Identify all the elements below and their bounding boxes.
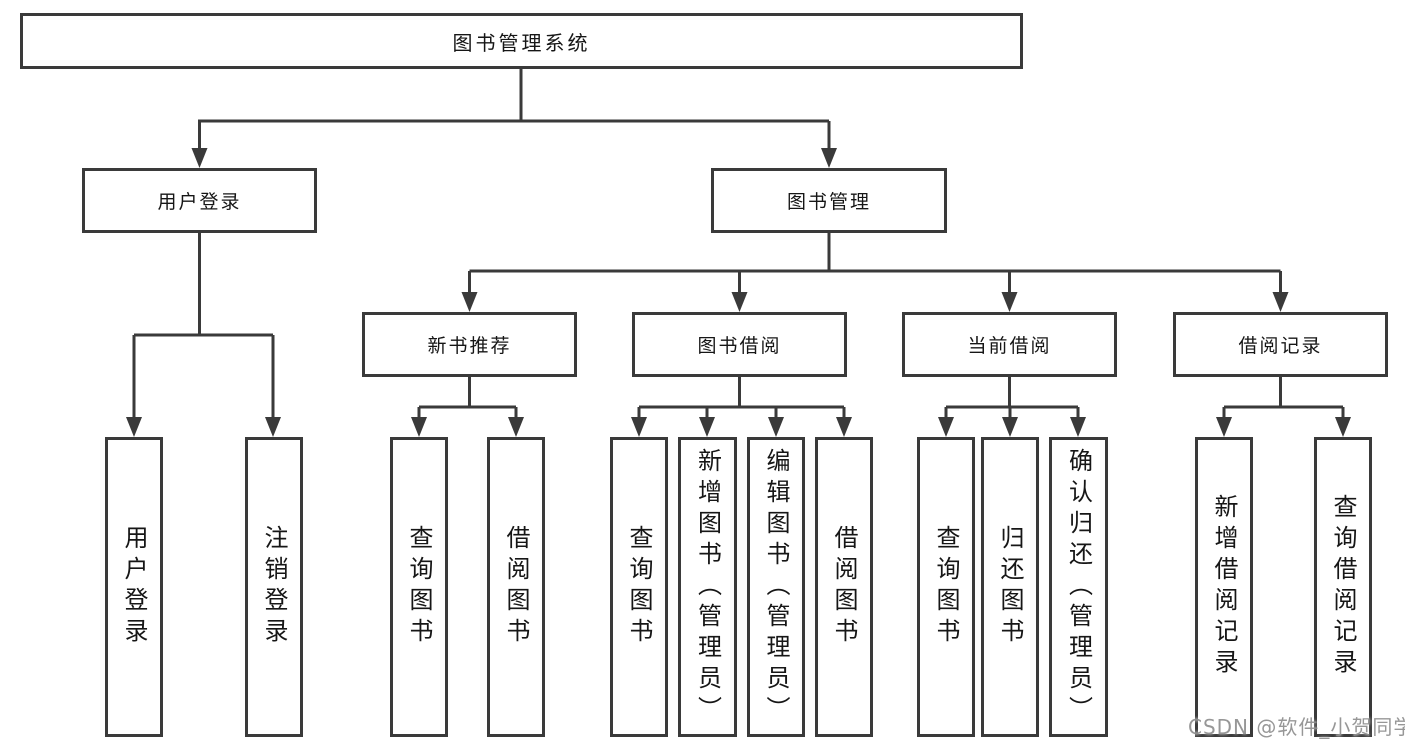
- leaf-add-book-admin: 新增图书（管理员）: [678, 437, 737, 737]
- leaf-query-borrow-record: 查询借阅记录: [1314, 437, 1372, 737]
- leaf-query-books-current-label: 查询图书: [932, 525, 960, 649]
- leaf-add-borrow-record: 新增借阅记录: [1195, 437, 1253, 737]
- csdn-watermark: CSDN @软件_小贺同学: [1188, 715, 1405, 739]
- node-book-borrowing-label: 图书借阅: [697, 335, 782, 357]
- node-book-management: 图书管理: [711, 168, 947, 233]
- leaf-user-login: 用户登录: [105, 437, 163, 737]
- node-book-borrowing: 图书借阅: [632, 312, 847, 377]
- leaf-logout-label: 注销登录: [260, 525, 288, 649]
- leaf-confirm-return-admin-label: 确认归还（管理员）: [1064, 447, 1093, 727]
- leaf-borrow-books-recommend: 借阅图书: [487, 437, 545, 737]
- node-library-system: 图书管理系统: [20, 13, 1023, 69]
- leaf-return-books: 归还图书: [981, 437, 1039, 737]
- leaf-add-book-admin-label: 新增图书（管理员）: [693, 447, 722, 727]
- leaf-query-books-borrowing-label: 查询图书: [625, 525, 653, 649]
- node-user-login-label: 用户登录: [157, 191, 242, 213]
- node-current-borrowing: 当前借阅: [902, 312, 1117, 377]
- leaf-query-books-borrowing: 查询图书: [610, 437, 668, 737]
- node-book-management-label: 图书管理: [786, 191, 871, 213]
- leaf-query-borrow-record-label: 查询借阅记录: [1329, 494, 1357, 680]
- leaf-edit-book-admin: 编辑图书（管理员）: [747, 437, 805, 737]
- leaf-confirm-return-admin: 确认归还（管理员）: [1049, 437, 1108, 737]
- leaf-borrow-books-label: 借阅图书: [830, 525, 858, 649]
- leaf-user-login-label: 用户登录: [120, 525, 148, 649]
- leaf-edit-book-admin-label: 编辑图书（管理员）: [762, 447, 790, 727]
- node-library-system-label: 图书管理系统: [452, 30, 591, 55]
- leaf-query-books-recommend: 查询图书: [390, 437, 448, 737]
- leaf-query-books-current: 查询图书: [917, 437, 975, 737]
- leaf-borrow-books: 借阅图书: [815, 437, 873, 737]
- node-user-login: 用户登录: [82, 168, 317, 233]
- leaf-add-borrow-record-label: 新增借阅记录: [1210, 494, 1238, 680]
- leaf-logout: 注销登录: [245, 437, 303, 737]
- node-borrow-records-label: 借阅记录: [1238, 335, 1323, 357]
- leaf-borrow-books-recommend-label: 借阅图书: [502, 525, 530, 649]
- node-borrow-records: 借阅记录: [1173, 312, 1388, 377]
- node-new-book-recommend: 新书推荐: [362, 312, 577, 377]
- leaf-query-books-recommend-label: 查询图书: [405, 525, 433, 649]
- node-new-book-recommend-label: 新书推荐: [427, 335, 512, 357]
- leaf-return-books-label: 归还图书: [996, 525, 1024, 649]
- node-current-borrowing-label: 当前借阅: [967, 335, 1052, 357]
- arrowheads: [126, 148, 1351, 437]
